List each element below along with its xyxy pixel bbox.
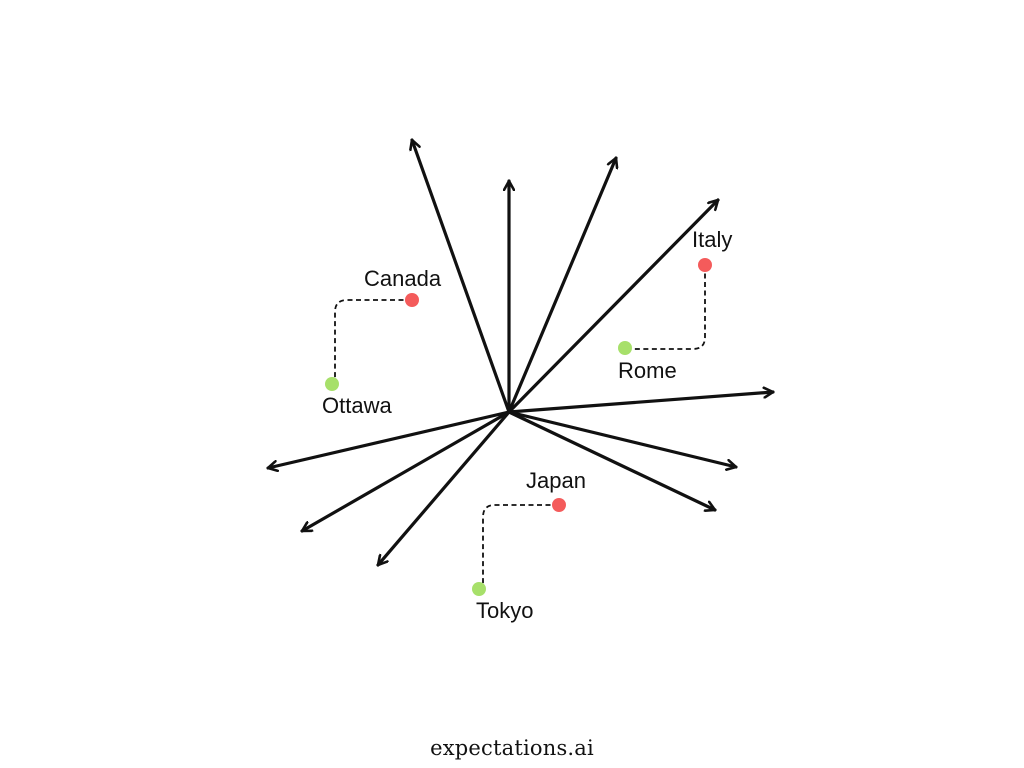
vector-arrow — [507, 198, 720, 414]
vector-group — [266, 138, 775, 567]
pair-canada-ottawa: Canada Ottawa — [322, 266, 442, 418]
vector-arrow — [412, 138, 511, 414]
vector-arrow — [507, 410, 738, 467]
capital-dot — [325, 377, 339, 391]
country-label: Japan — [526, 468, 586, 493]
pair-italy-rome: Italy Rome — [618, 227, 732, 383]
pair-japan-tokyo: Japan Tokyo — [472, 468, 586, 623]
vector-arrow — [507, 392, 775, 414]
vector-arrow — [507, 410, 717, 510]
country-label: Italy — [692, 227, 732, 252]
pair-connector — [625, 265, 706, 350]
vector-arrow — [376, 410, 511, 567]
capital-label: Ottawa — [322, 393, 392, 418]
vector-arrow — [300, 410, 511, 533]
capital-label: Tokyo — [476, 598, 533, 623]
vector-arrow — [507, 156, 616, 414]
pair-connector — [334, 299, 412, 384]
pair-connector — [482, 504, 559, 589]
country-dot — [552, 498, 566, 512]
capital-dot — [618, 341, 632, 355]
country-label: Canada — [364, 266, 442, 291]
country-dot — [405, 293, 419, 307]
country-dot — [698, 258, 712, 272]
vector-arrow — [266, 410, 511, 468]
capital-label: Rome — [618, 358, 677, 383]
capital-dot — [472, 582, 486, 596]
brand-footer: expectations.ai — [430, 736, 594, 760]
